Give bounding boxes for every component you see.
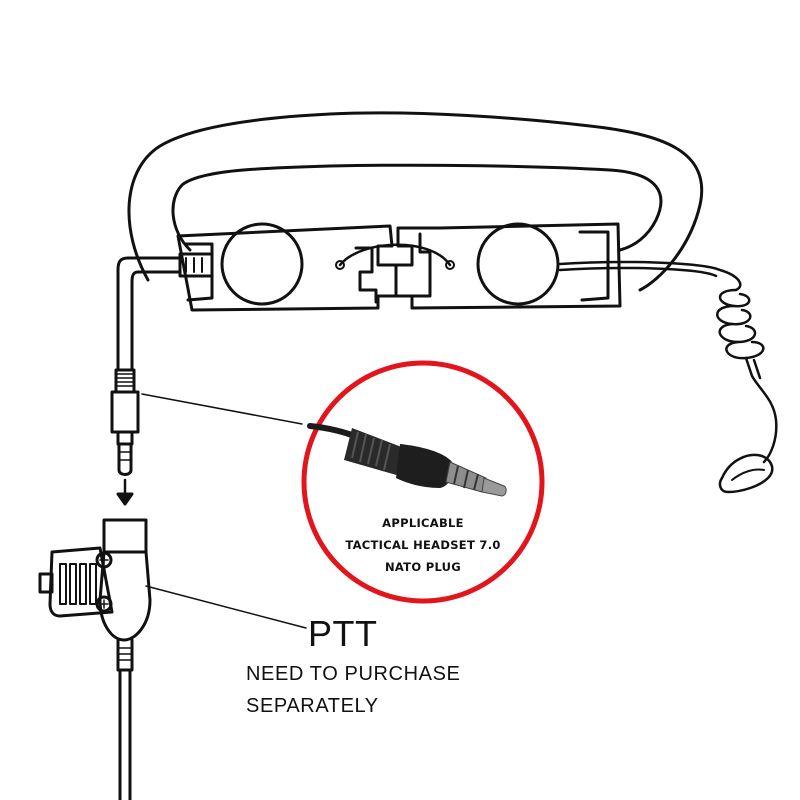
left-connector [178, 252, 214, 278]
callout-line-headset: TACTICAL HEADSET 7.0 [345, 538, 501, 552]
nato-plug-callout [301, 360, 545, 604]
nato-plug-sketch [110, 368, 140, 476]
callout-line-plug: NATO PLUG [384, 560, 462, 574]
ptt-note-line1: NEED TO PURCHASE [246, 663, 461, 685]
headband-outer [127, 111, 704, 292]
callout-line-applicable: APPLICABLE [382, 516, 464, 530]
ptt-title: PTT [308, 613, 378, 654]
callout-leader-ptt [145, 585, 307, 629]
ear-tip [718, 453, 774, 494]
left-speaker [220, 222, 304, 306]
nato-plug-photo [307, 423, 507, 497]
earcup-housing [176, 222, 622, 312]
callout-leader-plug [141, 393, 303, 425]
ptt-note-line2: SEPARATELY [246, 695, 379, 717]
main-cable [116, 256, 182, 372]
right-speaker [476, 222, 560, 306]
acoustic-tube [558, 260, 778, 494]
bridge-wire [338, 243, 452, 267]
ptt-unit [38, 518, 152, 800]
headband-inner [171, 163, 663, 252]
